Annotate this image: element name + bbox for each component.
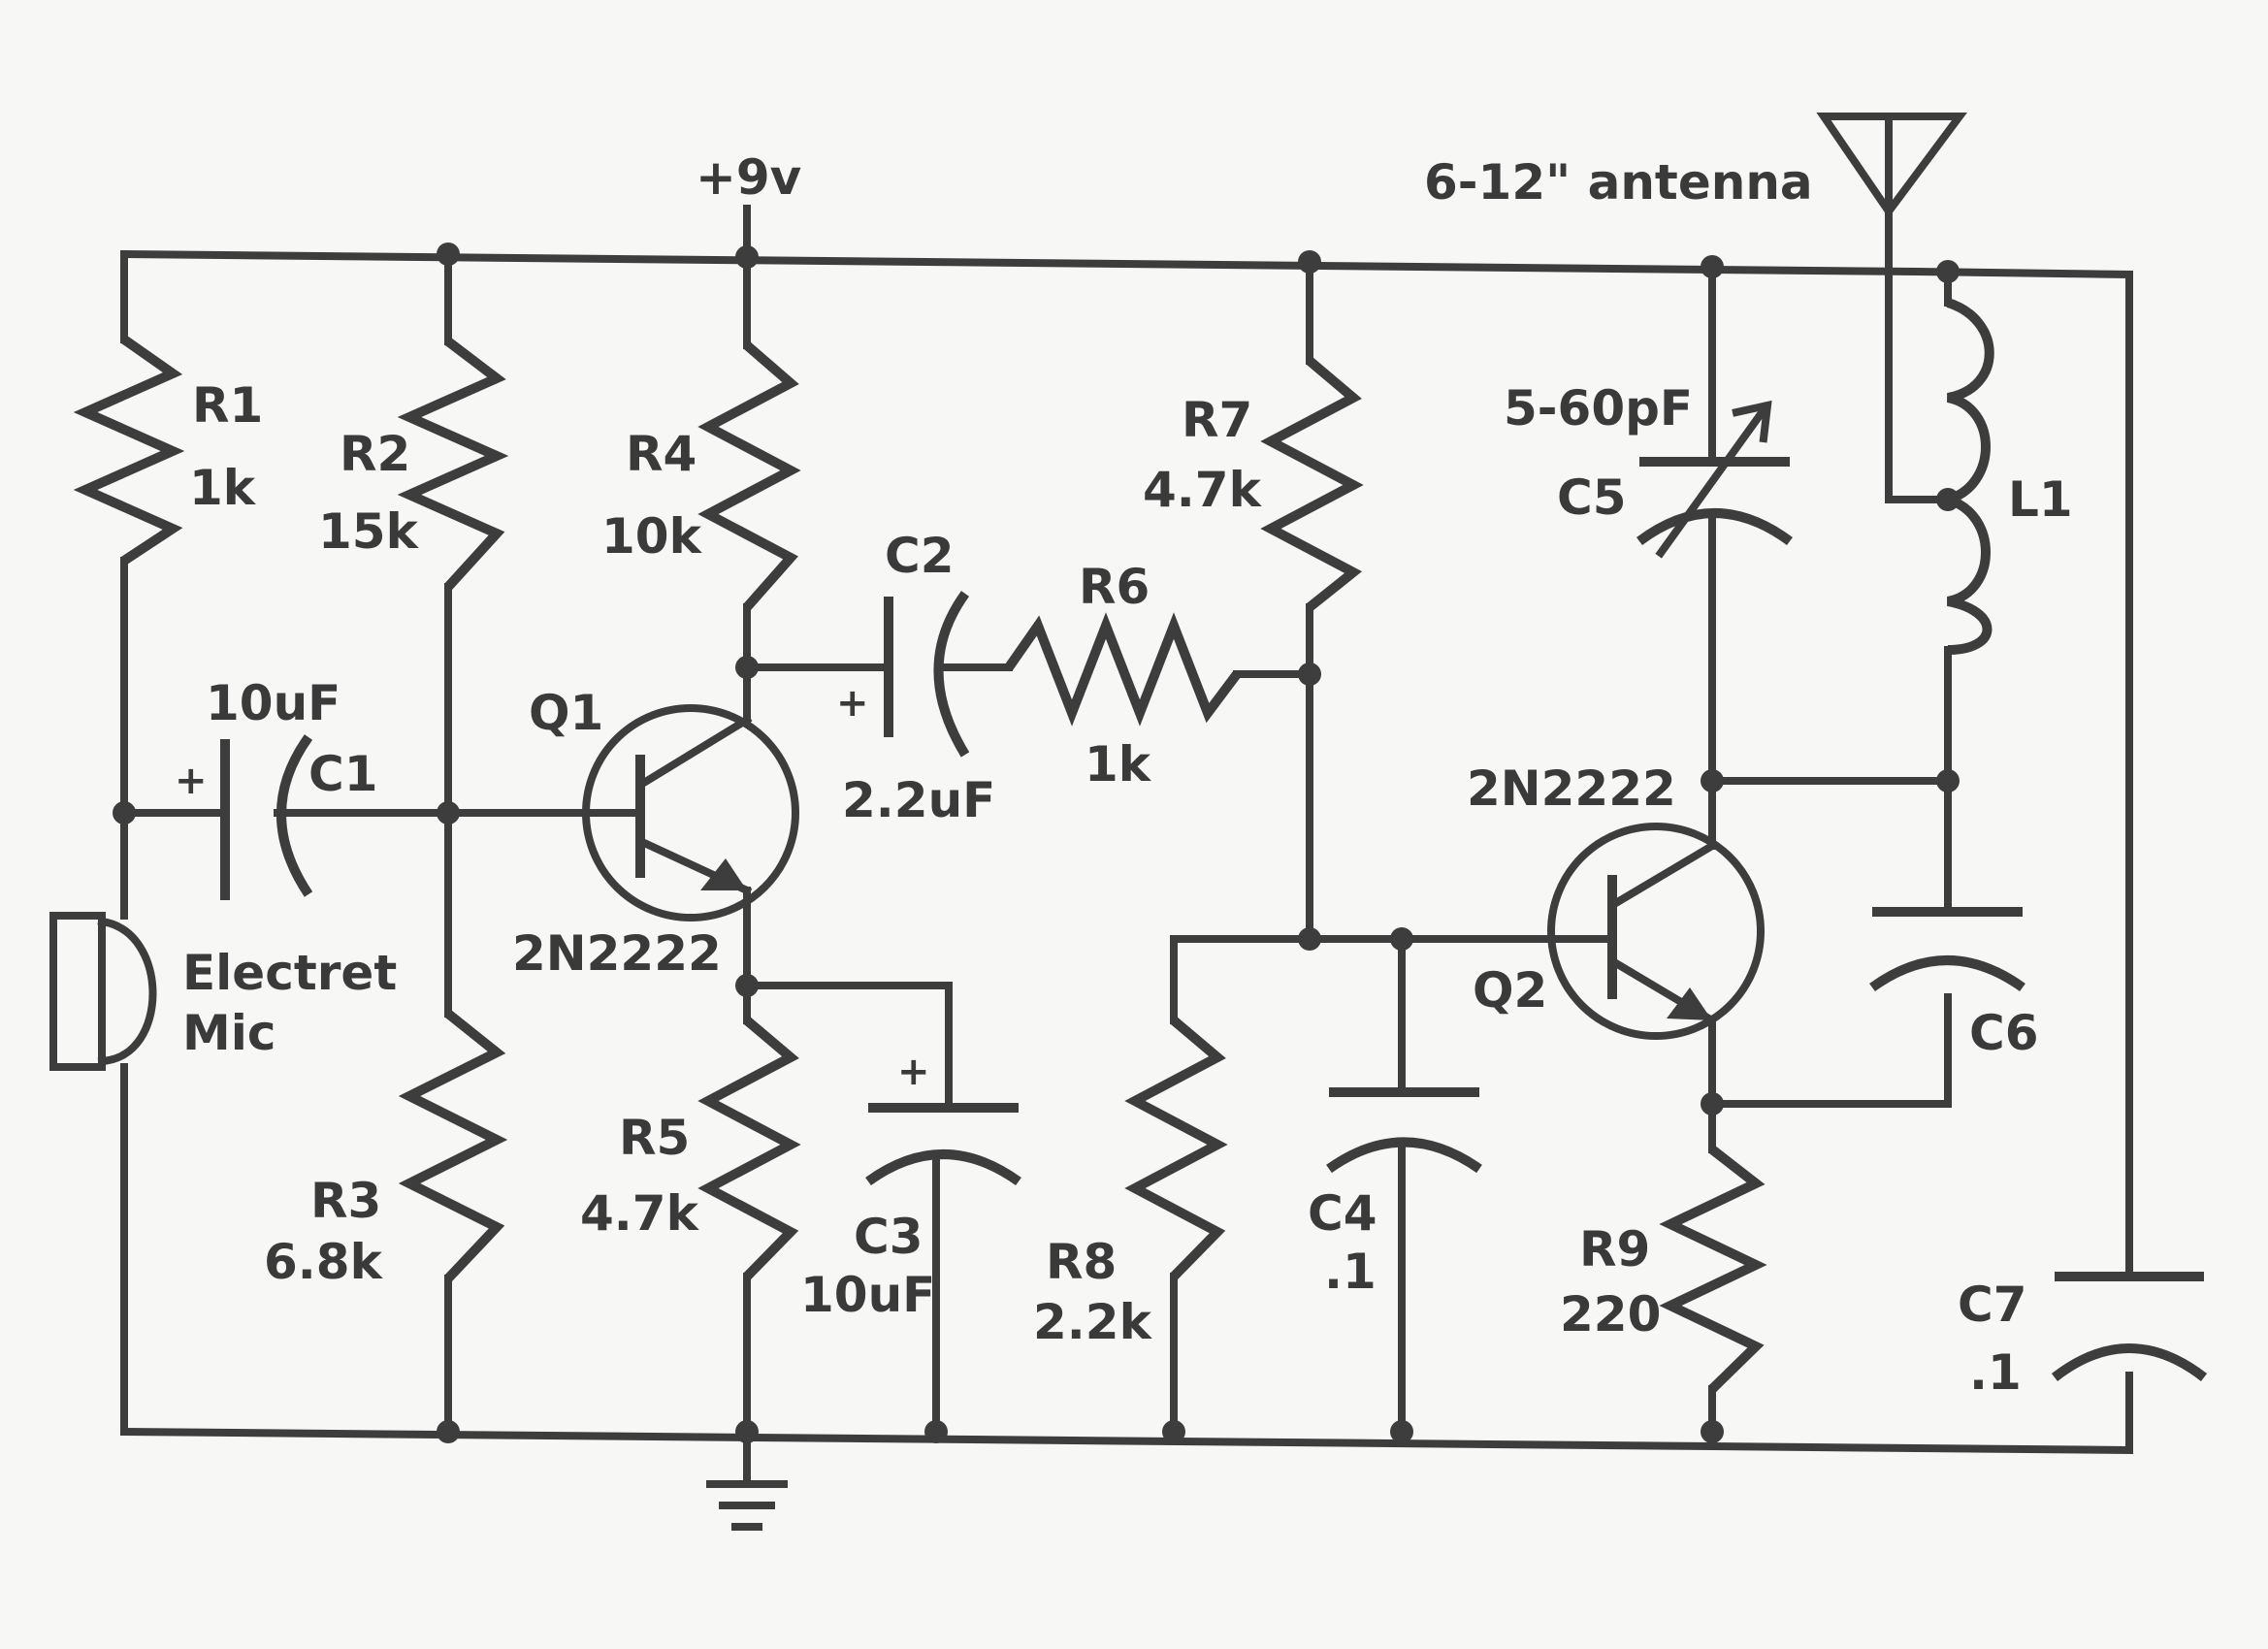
c7-value-label: .1 — [1969, 1344, 2022, 1401]
c2-value-label: 2.2uF — [842, 772, 995, 828]
r6-value-label: 1k — [1085, 736, 1152, 792]
r7-resistor-symbol — [1260, 357, 1364, 611]
junction — [1936, 769, 1960, 792]
r8-ref-label: R8 — [1046, 1234, 1117, 1290]
r7-value-label: 4.7k — [1143, 462, 1263, 518]
junction — [1701, 1420, 1724, 1443]
c5-value-label: 5-60pF — [1504, 380, 1693, 436]
c3-wire — [743, 982, 953, 1108]
c2-capacitor-symbol — [884, 591, 970, 758]
c1-value-label: 10uF — [206, 675, 340, 731]
r4-resistor-symbol — [697, 341, 801, 611]
c3-ref-label: C3 — [854, 1209, 923, 1265]
r5-resistor-symbol — [697, 1017, 801, 1280]
c5-variable-capacitor-symbol — [1636, 400, 1793, 559]
antenna-feed — [1885, 208, 1952, 503]
junction — [735, 656, 759, 679]
supply-label: +9v — [696, 149, 801, 206]
r4-value-label: 10k — [601, 508, 703, 565]
r9-resistor-symbol — [1659, 1146, 1767, 1393]
c7-capacitor-symbol — [2051, 1272, 2208, 1381]
r7-ref-label: R7 — [1182, 392, 1252, 448]
junction — [1701, 769, 1724, 792]
q1-part-label: 2N2222 — [512, 925, 722, 982]
junction — [1390, 927, 1413, 951]
q2-part-label: 2N2222 — [1467, 760, 1676, 817]
junction — [924, 1420, 948, 1443]
r3-resistor-symbol — [398, 1010, 508, 1282]
electret-mic-symbol — [49, 912, 157, 1071]
junction — [1936, 260, 1960, 283]
junction — [735, 974, 759, 997]
c1-ref-label: C1 — [308, 746, 377, 802]
junction — [437, 1420, 460, 1443]
c4-ref-label: C4 — [1308, 1185, 1377, 1242]
c3-value-label: 10uF — [800, 1267, 935, 1323]
junction — [735, 245, 759, 269]
junction — [1298, 250, 1321, 274]
c1-polarity-label: + — [175, 759, 208, 803]
c5-ref-label: C5 — [1557, 469, 1626, 526]
antenna-label: 6-12" antenna — [1424, 154, 1813, 210]
c2-polarity-label: + — [836, 681, 869, 726]
ground-symbol — [706, 1480, 788, 1531]
antenna-symbol — [1816, 113, 1967, 218]
mic-label-line1: Electret — [182, 945, 397, 1001]
emitter-link — [1708, 993, 1952, 1108]
q2-transistor-symbol — [1547, 823, 1765, 1040]
c4-capacitor-symbol — [1326, 1087, 1482, 1174]
r5-ref-label: R5 — [619, 1110, 690, 1166]
r8-resistor-symbol — [1124, 1017, 1228, 1280]
labels: +9v 6-12" antenna R1 1k R2 15k R3 6.8k R… — [175, 149, 2073, 1401]
r2-ref-label: R2 — [340, 426, 410, 482]
c6-capacitor-symbol — [1869, 907, 2025, 992]
r1-ref-label: R1 — [192, 377, 263, 434]
c3-capacitor-symbol — [865, 1103, 1021, 1186]
junction — [735, 1420, 759, 1443]
junction — [437, 242, 460, 266]
r3-ref-label: R3 — [310, 1173, 381, 1229]
capacitors — [220, 400, 2208, 1381]
r9-value-label: 220 — [1560, 1286, 1661, 1342]
junctions — [113, 242, 1960, 1443]
r8-value-label: 2.2k — [1033, 1294, 1153, 1350]
junction — [1162, 1420, 1185, 1443]
junction — [1390, 1420, 1413, 1443]
resistors — [73, 335, 1767, 1393]
r6-resistor-symbol — [1004, 612, 1241, 727]
mic-label-line2: Mic — [182, 1005, 276, 1061]
wires — [119, 205, 2133, 1484]
c3-polarity-label: + — [897, 1050, 930, 1094]
ground-rail — [119, 1372, 2133, 1455]
junction — [1701, 1092, 1724, 1116]
r9-ref-label: R9 — [1579, 1221, 1650, 1277]
c2-ref-label: C2 — [885, 528, 954, 584]
junction — [1298, 927, 1321, 951]
q1-ref-label: Q1 — [529, 685, 603, 741]
c7-ref-label: C7 — [1958, 1277, 2026, 1333]
junction — [113, 801, 136, 824]
q1-transistor-symbol — [582, 704, 799, 922]
junction — [437, 801, 460, 824]
q2-ref-label: Q2 — [1473, 962, 1547, 1018]
l1-inductor-symbol — [1930, 298, 1994, 655]
r3-value-label: 6.8k — [264, 1234, 384, 1290]
c4-value-label: .1 — [1324, 1244, 1377, 1300]
r5-value-label: 4.7k — [580, 1185, 700, 1242]
c1-capacitor-symbol — [220, 734, 313, 900]
r2-resistor-symbol — [397, 338, 509, 591]
junction — [1701, 255, 1724, 278]
r6-ref-label: R6 — [1079, 559, 1150, 615]
l1-ref-label: L1 — [2008, 471, 2073, 528]
r1-value-label: 1k — [189, 460, 257, 516]
c6-ref-label: C6 — [1969, 1005, 2038, 1061]
r4-ref-label: R4 — [626, 426, 697, 482]
junction — [1298, 663, 1321, 686]
r2-value-label: 15k — [318, 503, 420, 560]
r1-resistor-symbol — [73, 335, 185, 566]
supply-rail — [119, 249, 2133, 1277]
